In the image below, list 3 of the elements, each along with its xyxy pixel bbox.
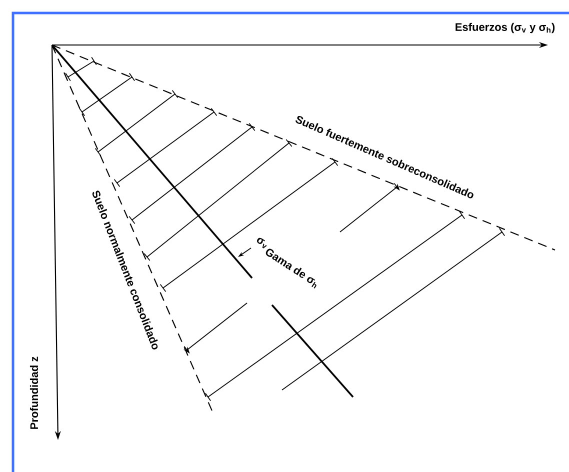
- axis-label: Profundidad z: [30, 356, 38, 429]
- stress-label: σ$_{v}$: [257, 238, 267, 248]
- axis-label: Esfuerzos (σ$_{v}$ y σ$_{h}$): [456, 22, 555, 34]
